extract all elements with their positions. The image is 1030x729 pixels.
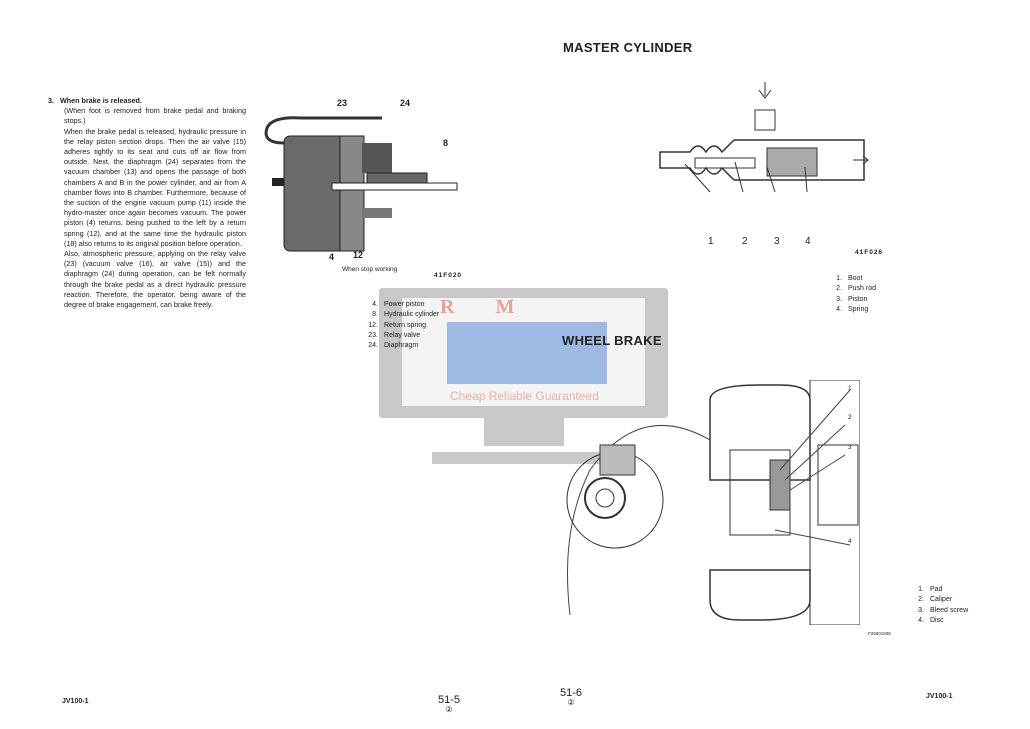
mc-callout-3: 3 bbox=[774, 236, 780, 247]
mc-legend: 1.Boot 2.Push rod 3.Piston 4.Spring bbox=[830, 274, 876, 315]
hydromaster-diagram bbox=[264, 116, 458, 252]
watermark-base bbox=[432, 452, 616, 464]
legend-item: 1.Pad bbox=[918, 586, 943, 593]
legend-item: 3.Bleed screw bbox=[918, 606, 969, 614]
wb-callout-2: 2 bbox=[848, 414, 852, 421]
mc-callout-4: 4 bbox=[805, 236, 811, 247]
legend-item: 4.Spring bbox=[836, 305, 869, 313]
right-footer-model: JV100-1 bbox=[926, 693, 953, 700]
section-body: 3. When brake is released. (When foot is… bbox=[48, 96, 246, 310]
legend-item: 24.Diaphragm bbox=[368, 342, 419, 350]
wb-callout-3: 3 bbox=[848, 444, 852, 451]
figure-code: 41F020 bbox=[434, 272, 463, 279]
master-cylinder-title: MASTER CYLINDER bbox=[563, 40, 693, 55]
wb-callout-1: 1 bbox=[848, 385, 852, 392]
mc-figure-code: 41F026 bbox=[855, 249, 884, 256]
watermark-logo-text: R M bbox=[440, 296, 533, 318]
paragraph: Also, atmospheric pressure, applying on … bbox=[64, 249, 246, 310]
legend-item: 8.Hydraulic cylinder bbox=[372, 311, 440, 319]
wheel-brake-title: WHEEL BRAKE bbox=[562, 333, 662, 348]
callout-23: 23 bbox=[337, 98, 348, 108]
section-heading: 3. When brake is released. bbox=[48, 96, 142, 105]
callout-4: 4 bbox=[329, 252, 335, 262]
wb-legend: 1.Pad 2.Caliper 3.Bleed screw 4.Disc bbox=[912, 585, 968, 626]
paragraph: (When foot is removed from brake pedal a… bbox=[64, 106, 246, 126]
wb-figure-code: F26601038 bbox=[868, 631, 891, 636]
paragraph: When the brake pedal is released, hydrau… bbox=[64, 126, 246, 248]
wheel-brake-diagram bbox=[566, 380, 860, 625]
figure-legend: 4.Power piston 8.Hydraulic cylinder 12.R… bbox=[366, 300, 439, 351]
mc-callout-2: 2 bbox=[742, 236, 748, 247]
callout-8: 8 bbox=[443, 138, 449, 148]
mc-callout-1: 1 bbox=[708, 236, 714, 247]
watermark-stand bbox=[484, 418, 564, 446]
watermark-tagline: Cheap Reliable Guaranteed bbox=[450, 389, 599, 403]
left-footer-model: JV100-1 bbox=[62, 698, 89, 705]
callout-12: 12 bbox=[353, 250, 364, 260]
legend-item: 1.Boot bbox=[836, 275, 863, 282]
legend-item: 12.Return spring bbox=[368, 321, 427, 329]
legend-item: 4.Power piston bbox=[372, 301, 425, 308]
master-cylinder-diagram bbox=[659, 82, 869, 193]
watermark-book-icon bbox=[447, 322, 607, 384]
legend-item: 2.Caliper bbox=[918, 596, 953, 604]
wb-callout-4: 4 bbox=[848, 538, 852, 545]
callout-24: 24 bbox=[400, 98, 411, 108]
legend-item: 23.Relay valve bbox=[368, 331, 421, 339]
legend-item: 3.Piston bbox=[836, 295, 868, 303]
legend-item: 2.Push rod bbox=[836, 285, 877, 293]
figure-caption: When stop working bbox=[342, 266, 398, 273]
legend-item: 4.Disc bbox=[918, 616, 944, 624]
